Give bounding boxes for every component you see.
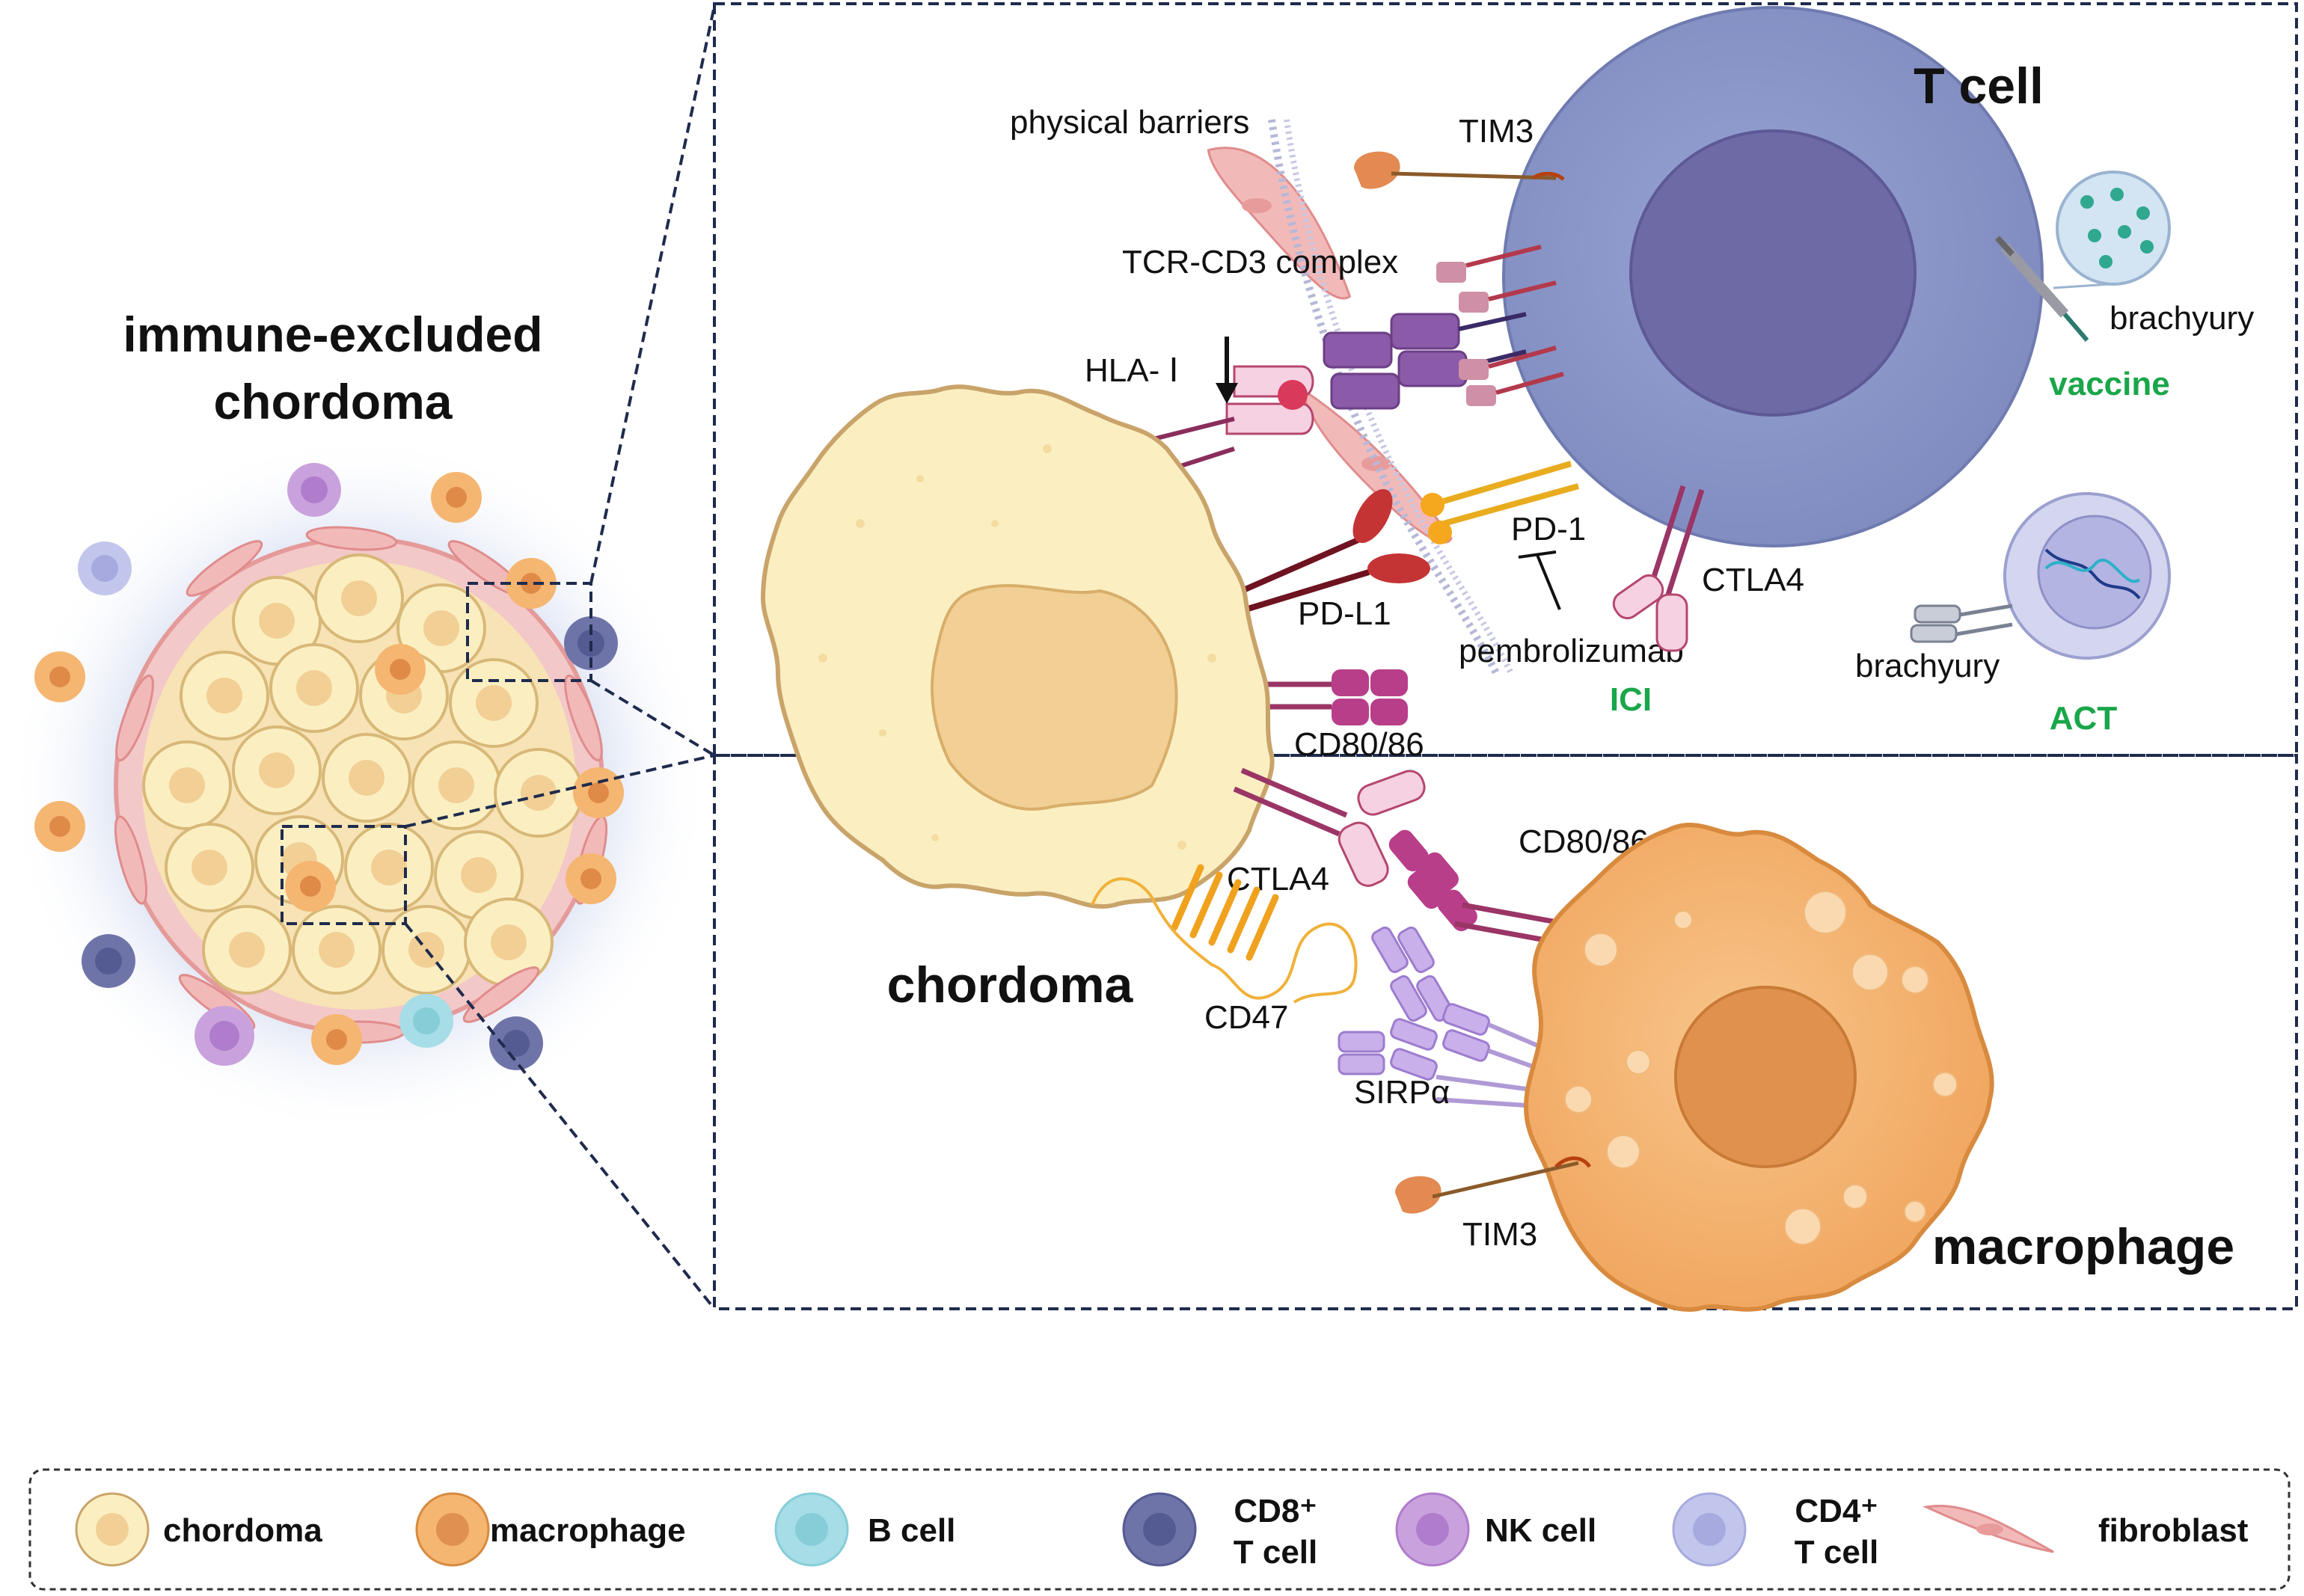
ctla4-receptor-t-cell (1612, 485, 1705, 652)
pd1-receptor (1421, 461, 1580, 544)
t-cell-illustration (1502, 6, 2044, 547)
legend-label-cd8-t-cell-line1: CD8⁺ (1234, 1493, 1317, 1529)
ctla4-label-bottom: CTLA4 (1227, 861, 1329, 897)
macrophage-cell-label: macrophage (1932, 1218, 2234, 1275)
legend-icon-fibroblast (1922, 1505, 2054, 1553)
zoom-connectors (404, 5, 716, 1310)
tim3-label-bottom: TIM3 (1462, 1216, 1537, 1253)
physical-barrier-fibroblasts (1207, 119, 1514, 675)
zoom-box-lower (281, 825, 407, 925)
legend-icon-cd4-t-cell (1672, 1492, 1747, 1567)
legend-label-macrophage: macrophage (490, 1512, 686, 1549)
tim3-receptor-t-cell (1354, 151, 1565, 189)
act-engineered-t-cell-illustration (1910, 492, 2171, 660)
ctla4-label-top: CTLA4 (1702, 562, 1804, 598)
hla-downregulation-arrow (1216, 337, 1238, 404)
legend-label-cd4-t-cell-line2: T cell (1795, 1534, 1879, 1571)
tim3-receptor-macrophage (1395, 1156, 1592, 1214)
cd47-label: CD47 (1204, 999, 1289, 1036)
cd80-86-label-top: CD80/86 (1294, 726, 1424, 763)
legend-label-b-cell: B cell (868, 1512, 955, 1549)
zoom-box-upper (466, 582, 592, 682)
chordoma-cell-illustration (760, 384, 1275, 909)
ici-label: ICI (1610, 681, 1652, 718)
brachyury-act-label: brachyury (1855, 648, 2000, 684)
left-title-line2: chordoma (213, 374, 453, 429)
tcr-cd3-label: TCR-CD3 complex (1122, 244, 1398, 280)
pdl1-label: PD-L1 (1298, 595, 1391, 632)
t-cell-panel-frame (713, 2, 2298, 757)
legend: chordoma macrophage B cell CD8⁺ T cell NK cel… (75, 1492, 2249, 1571)
legend-icon-cd8-t-cell (1122, 1492, 1197, 1567)
vaccine-label: vaccine (2049, 366, 2169, 402)
t-cell-title: T cell (1914, 58, 2044, 114)
legend-label-cd4-t-cell-line1: CD4⁺ (1795, 1493, 1878, 1529)
cd47-protein (1091, 864, 1358, 1004)
brachyury-vaccine-label: brachyury (2110, 300, 2254, 337)
legend-icon-b-cell (774, 1492, 849, 1567)
vaccine-syringe-illustration (1995, 171, 2171, 342)
pembrolizumab-label: pembrolizumab (1459, 633, 1684, 669)
hla-label: HLA- Ⅰ (1085, 352, 1178, 389)
tcr-cd3-complex (1323, 245, 1564, 410)
macrophage-panel-frame (713, 754, 2298, 1310)
chordoma-cell-label: chordoma (887, 957, 1134, 1013)
legend-icon-nk-cell (1395, 1492, 1470, 1567)
physical-barriers-label: physical barriers (1010, 104, 1249, 141)
act-label: ACT (2050, 700, 2118, 737)
legend-label-cd8-t-cell-line2: T cell (1234, 1534, 1318, 1571)
left-title-line1: immune-excluded (123, 307, 542, 362)
legend-label-chordoma: chordoma (163, 1512, 322, 1549)
ctla4-receptor-bottom (1233, 767, 1426, 887)
legend-label-fibroblast: fibroblast (2098, 1512, 2249, 1549)
legend-frame (28, 1468, 2291, 1591)
legend-label-nk-cell: NK cell (1485, 1512, 1596, 1549)
pembrolizumab-inhibition-mark (1518, 550, 1561, 610)
legend-icon-chordoma (75, 1492, 150, 1567)
pdl1-ligand (1240, 488, 1430, 613)
sirp-alpha-receptor (1338, 926, 1549, 1109)
macrophage-cell-illustration (1523, 823, 1994, 1312)
tim3-label-top: TIM3 (1459, 113, 1534, 150)
pd1-label: PD-1 (1511, 511, 1586, 547)
tumor-mass-illustration (7, 434, 711, 1137)
sirpa-label: SIRPα (1354, 1074, 1450, 1111)
legend-icon-macrophage (415, 1492, 490, 1567)
